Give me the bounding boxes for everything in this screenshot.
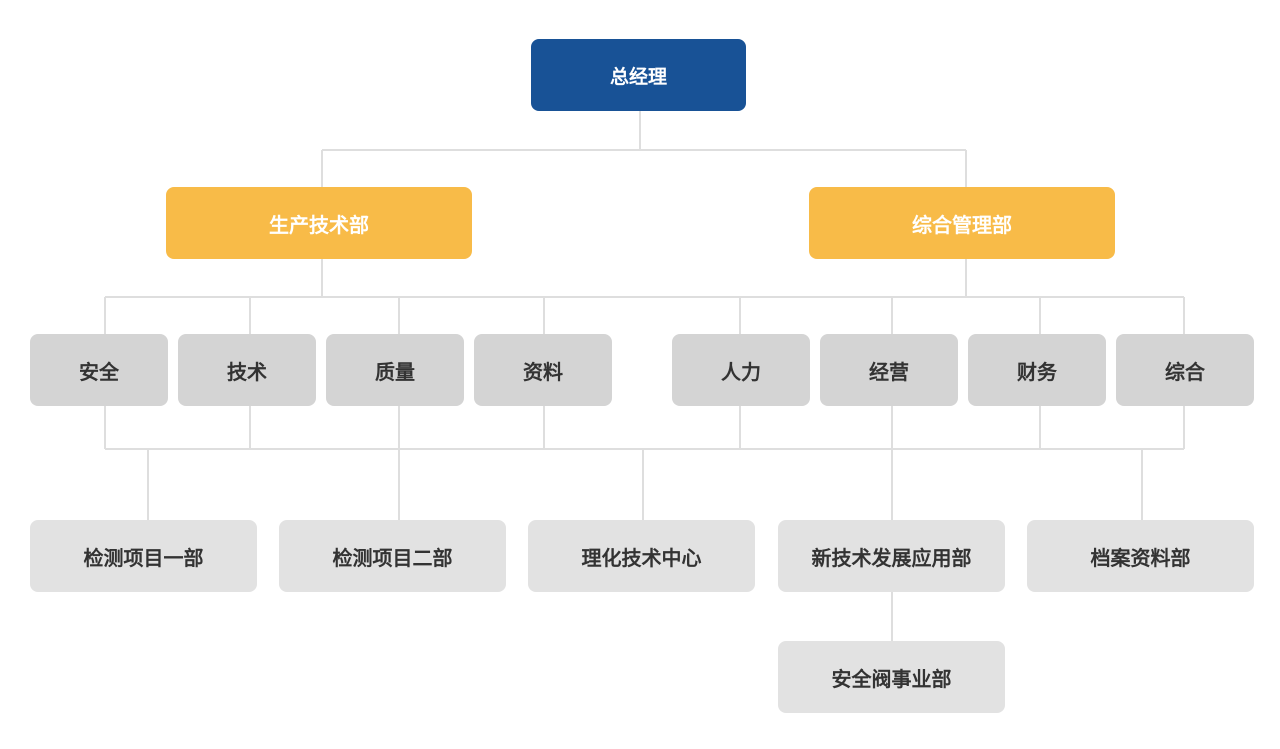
section-box-operations: 经营	[820, 334, 958, 406]
section-label: 财务	[1017, 359, 1057, 384]
section-box-materials: 资料	[474, 334, 612, 406]
section-box-quality: 质量	[326, 334, 464, 406]
department-box-general-management: 综合管理部	[809, 187, 1115, 259]
section-label: 经营	[869, 359, 909, 384]
unit-label: 检测项目一部	[83, 545, 204, 570]
unit-label: 检测项目二部	[332, 545, 453, 570]
unit-box-archives-materials: 档案资料部	[1027, 520, 1254, 592]
section-box-human-resources: 人力	[672, 334, 810, 406]
department-box-production-technology: 生产技术部	[166, 187, 472, 259]
section-box-safety: 安全	[30, 334, 168, 406]
general-manager-label: 总经理	[609, 65, 667, 88]
section-box-finance: 财务	[968, 334, 1106, 406]
department-label: 生产技术部	[269, 212, 369, 237]
section-label: 质量	[375, 359, 415, 384]
section-label: 安全	[79, 359, 119, 384]
sub-unit-box-safety-valve: 安全阀事业部	[778, 641, 1005, 713]
unit-box-inspection-project-2: 检测项目二部	[279, 520, 506, 592]
unit-label: 新技术发展应用部	[811, 545, 972, 570]
unit-box-physical-chemical-center: 理化技术中心	[528, 520, 755, 592]
unit-box-new-technology-development: 新技术发展应用部	[778, 520, 1005, 592]
unit-label: 档案资料部	[1090, 545, 1191, 570]
section-label: 技术	[227, 359, 267, 384]
unit-box-inspection-project-1: 检测项目一部	[30, 520, 257, 592]
section-label: 人力	[721, 359, 761, 384]
sub-unit-label: 安全阀事业部	[831, 666, 952, 691]
department-label: 综合管理部	[912, 212, 1012, 237]
unit-label: 理化技术中心	[581, 545, 702, 570]
section-box-general: 综合	[1116, 334, 1254, 406]
section-box-technology: 技术	[178, 334, 316, 406]
section-label: 综合	[1165, 359, 1205, 384]
general-manager-box: 总经理	[531, 39, 746, 111]
section-label: 资料	[523, 359, 563, 384]
